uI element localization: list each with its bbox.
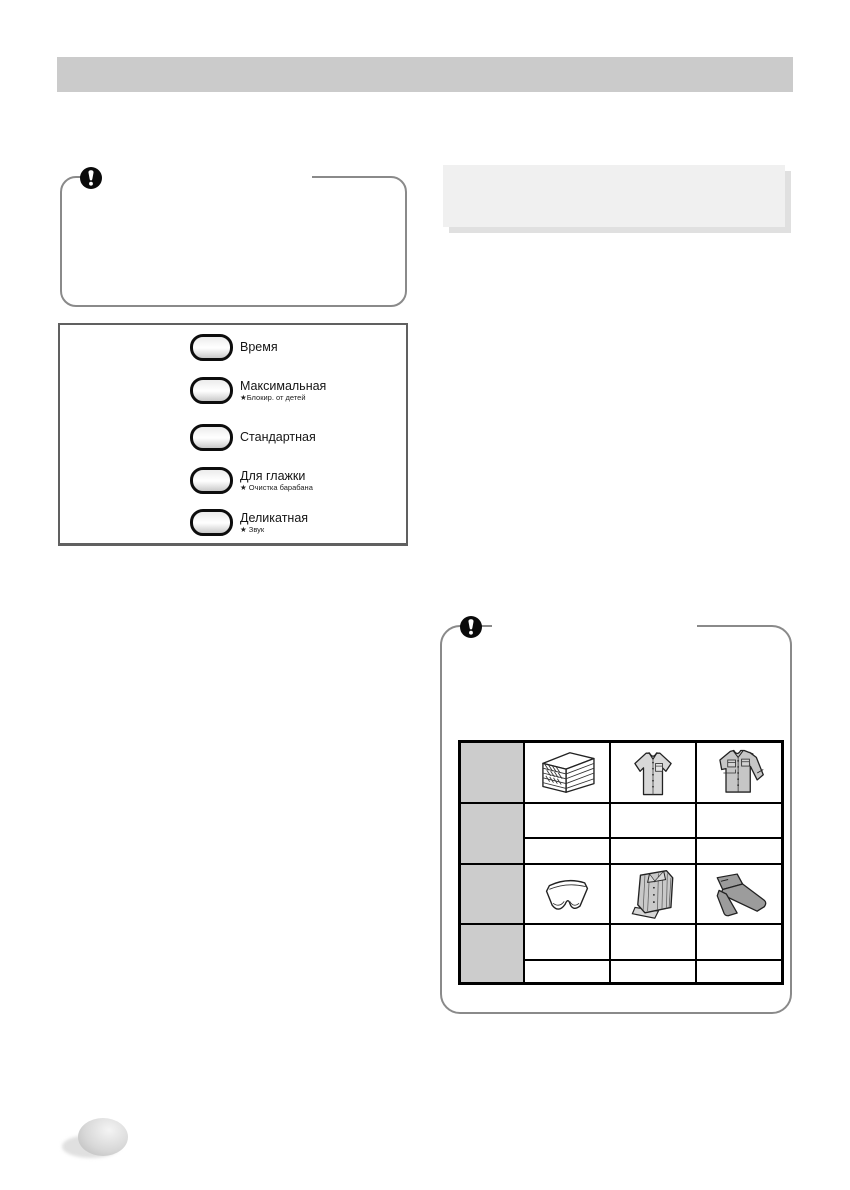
button-pill-icon [190, 377, 233, 404]
exclamation-icon [79, 166, 103, 190]
button-sublabel: ★ Звук [240, 524, 265, 534]
table-cell [523, 802, 611, 839]
table-cell [695, 923, 784, 961]
striped-pajamas-icon [609, 863, 697, 925]
table-row [458, 863, 784, 925]
table-cell [523, 959, 611, 985]
table-cell [523, 923, 611, 961]
table-cell [523, 837, 611, 865]
briefs-icon [523, 863, 611, 925]
table-cell [695, 837, 784, 865]
table-cell [609, 802, 697, 839]
button-pill-icon [190, 334, 233, 361]
button-label: Максимальная [240, 378, 327, 393]
notice-box-bottom [440, 616, 792, 1014]
page-number-bubble [78, 1118, 128, 1156]
table-header-cell [458, 802, 525, 865]
table-cell [609, 837, 697, 865]
table-cell [609, 959, 697, 985]
panel-row-ironing: Для глажки ★ Очистка барабана [190, 467, 313, 494]
table-header-cell [458, 923, 525, 985]
button-label: Для глажки [240, 468, 306, 483]
exclamation-icon [459, 615, 483, 639]
button-label: Стандартная [240, 429, 316, 444]
table-cell [695, 959, 784, 985]
table-row [458, 802, 784, 865]
table-row [458, 923, 784, 985]
button-pill-icon [190, 424, 233, 451]
button-pill-icon [190, 509, 233, 536]
laundry-sorting-table [458, 740, 784, 985]
table-row [458, 740, 784, 804]
button-sublabel: ★Блокир. от детей [240, 392, 306, 402]
panel-row-max: Максимальная ★Блокир. от детей [190, 377, 326, 404]
notice-title-gap [492, 625, 697, 627]
trousers-icon [695, 863, 784, 925]
table-row [460, 959, 784, 985]
short-sleeve-shirt-icon [609, 740, 697, 804]
folded-linens-icon [523, 740, 611, 804]
table-row [460, 837, 784, 865]
table-cell [609, 923, 697, 961]
notice-title-gap [100, 176, 312, 178]
table-header-cell [458, 863, 525, 925]
panel-row-standard: Стандартная [190, 424, 316, 451]
button-label: Время [240, 339, 278, 354]
section-header-bar [57, 57, 793, 92]
button-sublabel: ★ Очистка барабана [240, 482, 313, 492]
panel-row-delicate: Деликатная ★ Звук [190, 509, 308, 536]
control-panel-illustration: Время Максимальная ★Блокир. от детей Ста… [58, 323, 408, 546]
panel-row-time: Время [190, 334, 278, 361]
table-cell [695, 802, 784, 839]
highlight-box [443, 165, 785, 227]
table-header-cell [458, 740, 525, 804]
long-sleeve-shirt-icon [695, 740, 784, 804]
notice-box-top [60, 167, 407, 307]
button-label: Деликатная [240, 510, 309, 525]
button-pill-icon [190, 467, 233, 494]
